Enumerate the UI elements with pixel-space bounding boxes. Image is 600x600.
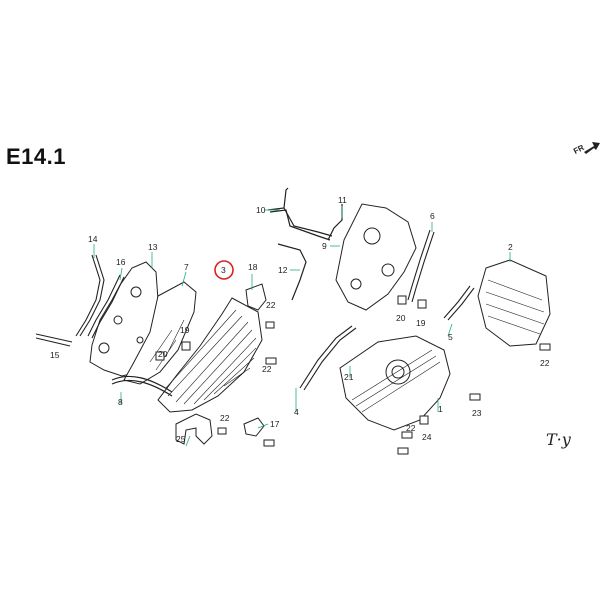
artist-signature: T·y (546, 430, 571, 449)
lower-cover (339, 335, 451, 431)
highlight-circle (214, 260, 234, 280)
callout-25: 25 (176, 434, 186, 444)
callout-7: 7 (184, 262, 189, 272)
bolts (155, 295, 551, 455)
callout-22-c: 22 (220, 413, 230, 423)
callout-15: 15 (50, 350, 60, 360)
leader-lines (93, 206, 511, 447)
callout-22-a: 22 (266, 300, 276, 310)
callout-20-left: 20 (158, 349, 168, 359)
seal-6 (407, 229, 435, 303)
callout-12: 12 (278, 265, 288, 275)
callout-22-b: 22 (262, 364, 272, 374)
callout-1: 1 (438, 404, 443, 414)
callout-10: 10 (256, 205, 266, 215)
callout-6: 6 (430, 211, 435, 221)
upper-cover (335, 203, 417, 311)
callout-4: 4 (294, 407, 299, 417)
callout-19-right: 19 (416, 318, 426, 328)
section-code: E14.1 (6, 144, 66, 169)
callout-24: 24 (422, 432, 432, 442)
callout-18: 18 (248, 262, 258, 272)
callout-9: 9 (322, 241, 327, 251)
callout-14: 14 (88, 234, 98, 244)
ribbed-plate (477, 259, 551, 347)
callout-22-e: 22 (540, 358, 550, 368)
bracket (175, 413, 213, 445)
callout-8: 8 (118, 397, 123, 407)
callout-16: 16 (116, 257, 126, 267)
callout-11: 11 (338, 195, 347, 205)
callout-labels: 1 2 3 4 5 6 7 8 9 10 11 12 13 14 15 16 1… (50, 195, 550, 444)
timing-cover-middle (123, 281, 197, 385)
front-arrow-icon (584, 142, 600, 154)
callout-2: 2 (508, 242, 513, 252)
clip (243, 417, 265, 437)
seal-4 (299, 325, 357, 391)
callout-23: 23 (472, 408, 482, 418)
pipes (267, 187, 343, 301)
seal-5 (443, 285, 475, 321)
callout-13: 13 (148, 242, 158, 252)
callout-5: 5 (448, 332, 453, 342)
seal-strip (111, 375, 173, 397)
timing-cover-ribbed (157, 297, 263, 413)
timing-cover-left (89, 261, 159, 377)
callout-3: 3 (221, 265, 226, 275)
callout-17: 17 (270, 419, 280, 429)
small-bracket (245, 283, 267, 311)
seal-strips-left (35, 254, 125, 347)
callout-19-left: 19 (180, 325, 190, 335)
callout-20-right: 20 (396, 313, 406, 323)
callout-21: 21 (344, 372, 354, 382)
callout-22-d: 22 (406, 423, 416, 433)
